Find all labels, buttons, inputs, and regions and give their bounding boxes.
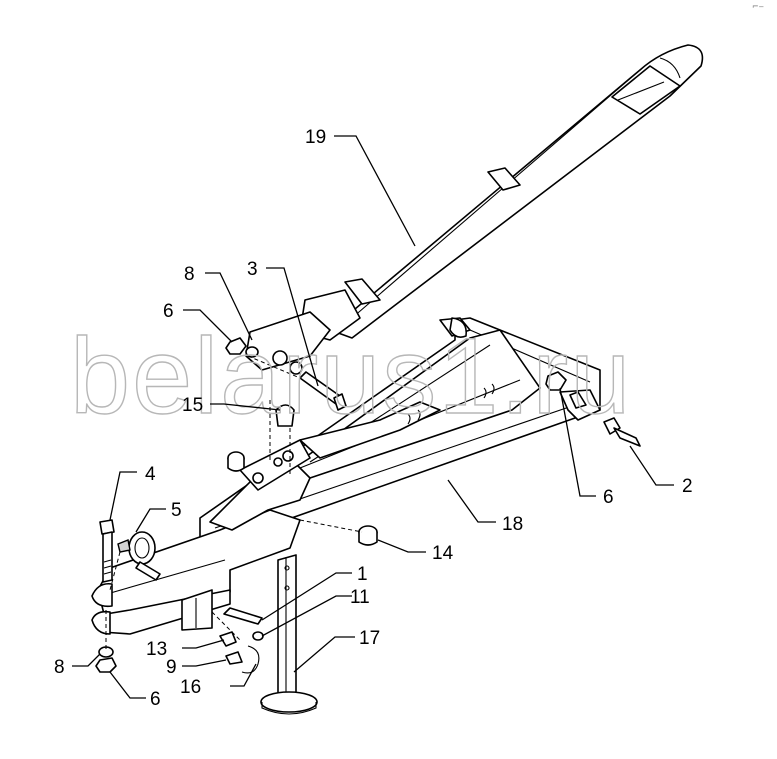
ring-pin-part-5 [117,531,161,581]
bolt-part-2 [603,417,641,447]
callout-5: 5 [171,500,182,521]
callout-6-top: 6 [163,301,174,322]
callout-18: 18 [502,514,523,535]
callout-15: 15 [182,395,203,416]
bushing-part-15 [275,404,295,427]
callout-19: 19 [305,127,326,148]
callout-8-front: 8 [54,657,65,678]
corner-mark: ⌐‒ [752,2,764,11]
bolt-parts-13-9 [219,631,264,674]
callout-3: 3 [247,259,258,280]
upper-arm-part-19 [245,44,704,375]
leader-lines [72,135,674,699]
callout-9: 9 [166,657,177,678]
bolt-part-4 [99,519,115,583]
callouts: 19 3 8 6 15 4 5 2 6 18 14 1 11 17 13 9 1… [54,127,693,710]
callout-2: 2 [682,476,693,497]
washer-nut-parts-8-6-front [95,646,117,673]
bushing-part-14 [358,525,378,546]
bolt-part-3 [299,371,347,411]
callout-8-top: 8 [184,264,195,285]
bushing-left [227,451,245,472]
bolt-part-1 [223,607,263,625]
callout-16: 16 [180,677,201,698]
callout-4: 4 [145,464,156,485]
callout-11: 11 [350,587,370,608]
assembly-lines [105,355,363,650]
washer-nut-parts-8-6-top [225,337,259,358]
callout-14: 14 [432,543,454,564]
stand-part-17 [260,554,318,715]
main-frame-part-18 [91,317,601,635]
callout-13: 13 [146,639,167,660]
callout-6-right: 6 [603,487,614,508]
callout-17: 17 [359,628,380,649]
callout-6-front: 6 [150,689,161,710]
callout-1: 1 [357,564,368,585]
watermark-text: belarus1.ru [70,315,632,436]
